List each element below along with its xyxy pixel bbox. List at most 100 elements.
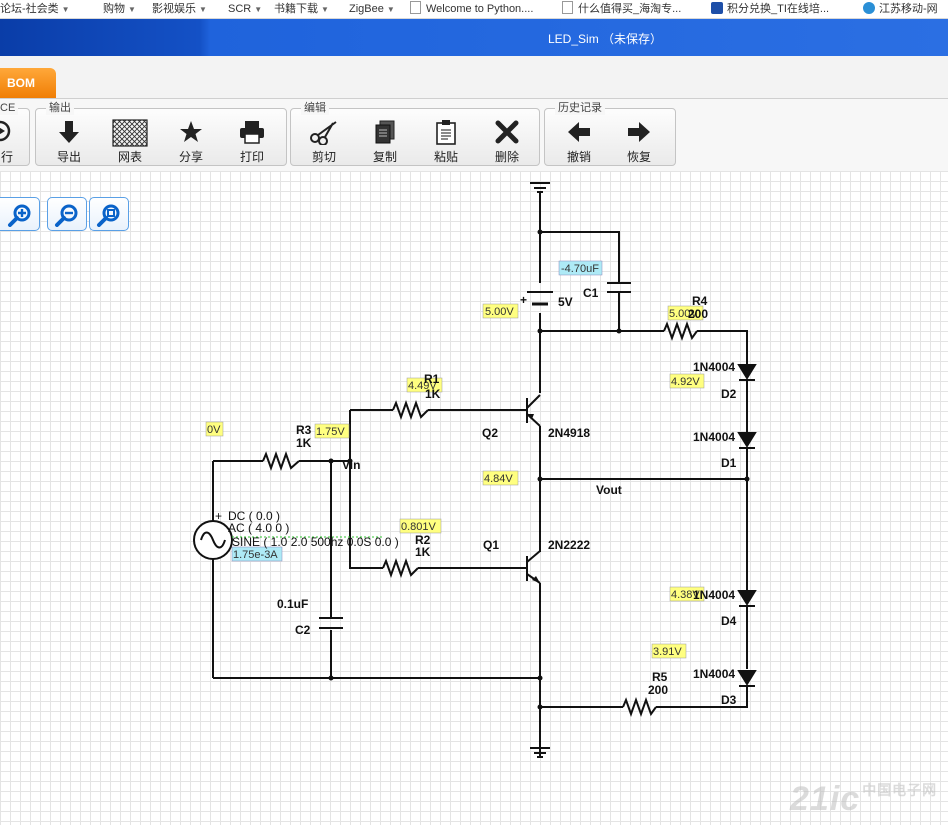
r1-value-label: 1K	[425, 387, 441, 401]
probe-r2[interactable]: 0.801V	[401, 521, 437, 533]
c1-symbol[interactable]	[607, 282, 631, 293]
d4-symbol[interactable]	[737, 590, 757, 607]
d1-symbol[interactable]	[737, 432, 757, 449]
schematic-canvas[interactable]: 5.00V -4.70uF 5.00V 4.49V 1.75V 0V 4.92V…	[0, 171, 948, 825]
bookmark-mobile[interactable]: 江苏移动-网	[863, 1, 938, 17]
bookmark-zigbee[interactable]: ZigBee▼	[349, 3, 395, 15]
zoom-fit-button[interactable]	[89, 197, 129, 231]
bookmark-scr[interactable]: SCR▼	[228, 3, 263, 15]
q2-name-label: Q2	[482, 426, 498, 440]
tab-strip: BOM	[0, 56, 948, 99]
d4-model-label: 1N4004	[693, 588, 735, 602]
delete-x-icon	[495, 120, 519, 144]
d1-model-label: 1N4004	[693, 430, 735, 444]
title-bar: LED_Sim （未保存）	[0, 19, 948, 56]
probe-d2[interactable]: 4.92V	[671, 376, 700, 388]
probe-vout[interactable]: 4.84V	[484, 473, 513, 485]
r2-value-label: 1K	[415, 545, 431, 559]
source-ac-label: AC ( 4.0 0 )	[228, 521, 289, 535]
r3-symbol[interactable]	[262, 451, 300, 471]
paste-button[interactable]: 粘贴	[422, 117, 470, 164]
export-button[interactable]: 导出	[45, 117, 93, 164]
d3-model-label: 1N4004	[693, 667, 735, 681]
chevron-down-icon: ▼	[199, 5, 207, 14]
d2-symbol[interactable]	[737, 364, 757, 381]
chevron-down-icon: ▼	[386, 5, 395, 14]
r2-symbol[interactable]	[382, 558, 419, 578]
wires	[212, 182, 748, 758]
star-icon	[180, 121, 202, 142]
cut-button[interactable]: 剪切	[300, 117, 348, 164]
undo-button[interactable]: 撤销	[555, 117, 603, 164]
r1-name-label: R1	[424, 372, 440, 386]
c2-name-label: C2	[295, 623, 311, 637]
r4-value-label: 200	[688, 307, 708, 321]
download-arrow-icon	[59, 121, 79, 143]
page-icon	[410, 1, 421, 14]
bookmark-python[interactable]: Welcome to Python....	[410, 1, 533, 17]
q1-model-label: 2N2222	[548, 538, 590, 552]
netlist-grid-icon	[112, 119, 148, 147]
zoom-fit-icon	[97, 204, 120, 227]
r3-value-label: 1K	[296, 436, 312, 450]
window-title: LED_Sim （未保存）	[548, 32, 663, 46]
scissors-icon	[310, 121, 337, 145]
probes: 5.00V -4.70uF 5.00V 4.49V 1.75V 0V 4.92V…	[205, 260, 705, 659]
netlist-button[interactable]: 网表	[106, 117, 154, 164]
probe-0v[interactable]: 0V	[207, 424, 221, 436]
source-sine-label: SINE ( 1.0 2.0 500hz 0.0S 0.0 )	[232, 535, 399, 549]
probe-r1[interactable]: 4.49V	[408, 380, 437, 392]
probe-5v[interactable]: 5.00V	[485, 306, 514, 318]
source-dc-label: DC ( 0.0 )	[228, 509, 280, 523]
bookmark-video[interactable]: 影视娱乐▼	[152, 3, 207, 15]
bookmark-ti[interactable]: 积分兑换_TI在线培...	[711, 1, 829, 17]
bookmark-shopping[interactable]: 购物▼	[103, 3, 136, 15]
probe-r4[interactable]: 5.00V	[669, 308, 698, 320]
r5-value-label: 200	[648, 683, 668, 697]
probe-source-current[interactable]: 1.75e-3A	[233, 549, 278, 561]
q2-emitter-arrow-icon	[527, 414, 534, 419]
tab-bom[interactable]: BOM	[0, 68, 56, 98]
zoom-out-icon	[55, 204, 78, 227]
source-plus-label: +	[215, 509, 222, 523]
share-button[interactable]: 分享	[167, 117, 215, 164]
zoom-in-button[interactable]	[0, 197, 40, 231]
c2-symbol[interactable]	[319, 617, 343, 629]
undo-arrow-icon	[568, 122, 590, 142]
probe-c1[interactable]: -4.70uF	[561, 263, 599, 275]
group-title: 历史记录	[555, 101, 605, 115]
group-title: 编辑	[301, 101, 329, 115]
page-icon	[562, 1, 573, 14]
paste-icon	[436, 120, 456, 145]
r4-symbol[interactable]	[663, 321, 698, 341]
circuit-schematic: 5.00V -4.70uF 5.00V 4.49V 1.75V 0V 4.92V…	[193, 182, 757, 758]
bookmark-forum[interactable]: 论坛-社会类▼	[0, 3, 70, 15]
probe-d4[interactable]: 4.38V	[671, 589, 700, 601]
d4-name-label: D4	[721, 614, 737, 628]
print-button[interactable]: 打印	[228, 117, 276, 164]
probe-d3[interactable]: 3.91V	[653, 646, 682, 658]
group-ce: CE 行	[0, 101, 30, 166]
redo-arrow-icon	[628, 122, 650, 142]
copy-button[interactable]: 复制	[361, 117, 409, 164]
battery-plus-label: +	[520, 293, 527, 307]
redo-button[interactable]: 恢复	[615, 117, 663, 164]
battery-symbol[interactable]	[527, 291, 553, 306]
run-button[interactable]: 行	[0, 117, 15, 164]
bookmark-smzdm[interactable]: 什么值得买_海淘专...	[562, 1, 681, 17]
r1-symbol[interactable]	[392, 400, 429, 420]
bookmark-books[interactable]: 书籍下载▼	[274, 3, 329, 15]
chevron-down-icon: ▼	[61, 5, 70, 14]
probe-r3[interactable]: 1.75V	[316, 426, 345, 438]
zoom-out-button[interactable]	[47, 197, 87, 231]
zoom-in-icon	[7, 204, 30, 227]
r4-name-label: R4	[692, 294, 708, 308]
delete-button[interactable]: 删除	[483, 117, 531, 164]
vout-net-label: Vout	[596, 483, 622, 497]
bookmarks-bar: 论坛-社会类▼ 购物▼ 影视娱乐▼ SCR▼ 书籍下载▼ ZigBee▼ Wel…	[0, 0, 948, 19]
chevron-down-icon: ▼	[128, 5, 136, 14]
r5-symbol[interactable]	[622, 697, 657, 717]
group-output: 输出 导出 网表 分享 打印	[35, 101, 287, 166]
d3-symbol[interactable]	[737, 670, 757, 687]
ac-source-symbol[interactable]	[193, 520, 233, 560]
